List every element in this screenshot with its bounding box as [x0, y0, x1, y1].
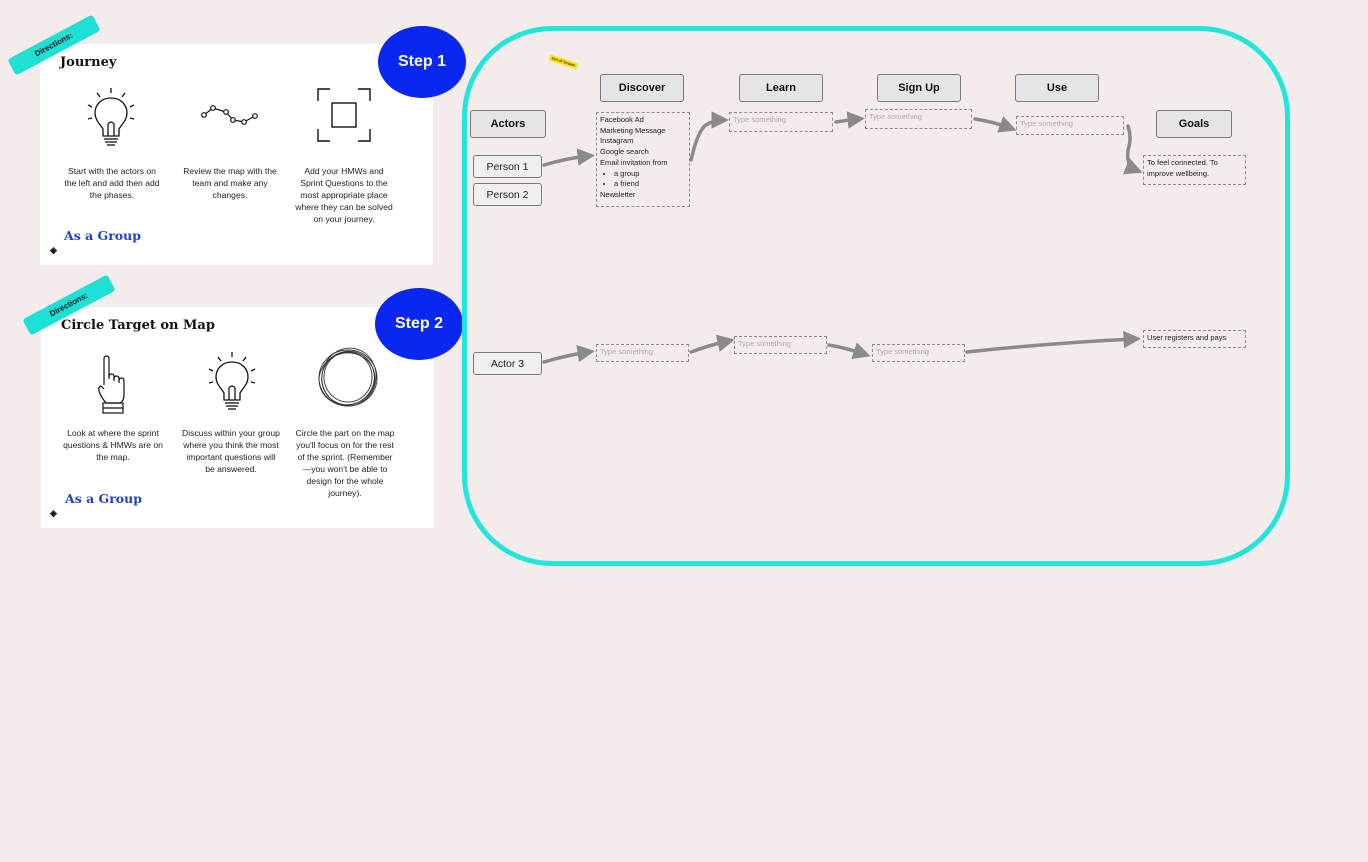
note-bullet: a group	[614, 169, 686, 180]
note-line: Facebook Ad	[600, 115, 644, 124]
logo-icon: ◈	[50, 508, 57, 518]
lightbulb-icon	[208, 352, 256, 410]
step-description: Review the map with the team and make an…	[183, 166, 277, 200]
as-a-group-label: As a Group	[65, 491, 142, 506]
actor3-discover-input[interactable]: Type something	[596, 344, 689, 362]
note-bullet: a friend	[614, 179, 686, 190]
use-note-input[interactable]: Type something	[1016, 116, 1124, 135]
step-description: Look at where the sprint questions & HMW…	[63, 428, 163, 462]
actor-person-2[interactable]: Person 2	[473, 183, 542, 206]
phase-learn[interactable]: Learn	[739, 74, 823, 102]
actor-3[interactable]: Actor 3	[473, 352, 542, 375]
card-title: Circle Target on Map	[61, 318, 215, 333]
scribble-circle-icon	[318, 347, 378, 407]
goal-note-1[interactable]: To feel connected. To improve wellbeing.	[1143, 155, 1246, 185]
phase-use[interactable]: Use	[1015, 74, 1099, 102]
card-title: Journey	[60, 55, 117, 70]
actors-header[interactable]: Actors	[470, 110, 546, 138]
directions-card-circle-target: Circle Target on Map Look a	[41, 307, 434, 528]
goal-note-2[interactable]: User registers and pays	[1143, 330, 1246, 348]
note-line: Marketing Message	[600, 125, 666, 135]
actor3-signup-input[interactable]: Type something	[872, 344, 965, 362]
pointing-hand-icon	[98, 355, 125, 414]
phase-discover[interactable]: Discover	[600, 74, 684, 102]
step-2-badge: Step 2	[375, 288, 463, 360]
logo-icon: ◈	[50, 245, 57, 255]
lightbulb-icon	[87, 88, 135, 146]
path-icon	[201, 105, 258, 125]
frame-icon	[317, 88, 371, 142]
note-line: Newsletter	[600, 189, 636, 199]
note-line: Google search	[600, 147, 649, 157]
journey-map-frame[interactable]	[462, 26, 1290, 566]
step-description: Add your HMWs and Sprint Questions to th…	[295, 166, 393, 224]
step-description: Circle the part on the map you'll focus …	[295, 428, 395, 498]
actor-person-1[interactable]: Person 1	[473, 155, 542, 178]
note-line: Email invitation from	[600, 157, 668, 167]
goals-header[interactable]: Goals	[1156, 110, 1232, 138]
step-description: Start with the actors on the left and ad…	[64, 166, 160, 200]
actor3-learn-input[interactable]: Type something	[734, 336, 827, 354]
step-description: Discuss within your group where you thin…	[182, 428, 280, 474]
discover-notes[interactable]: Facebook Ad Marketing Message Instagram …	[596, 112, 690, 207]
signup-note-input[interactable]: Type something	[865, 109, 972, 129]
phase-sign-up[interactable]: Sign Up	[877, 74, 961, 102]
as-a-group-label: As a Group	[64, 228, 141, 243]
note-line: Instagram	[600, 136, 634, 146]
learn-note-input[interactable]: Type something	[729, 112, 833, 132]
step-1-badge: Step 1	[378, 26, 466, 98]
directions-card-journey: Journey Start with the actors on the lef…	[40, 44, 433, 265]
